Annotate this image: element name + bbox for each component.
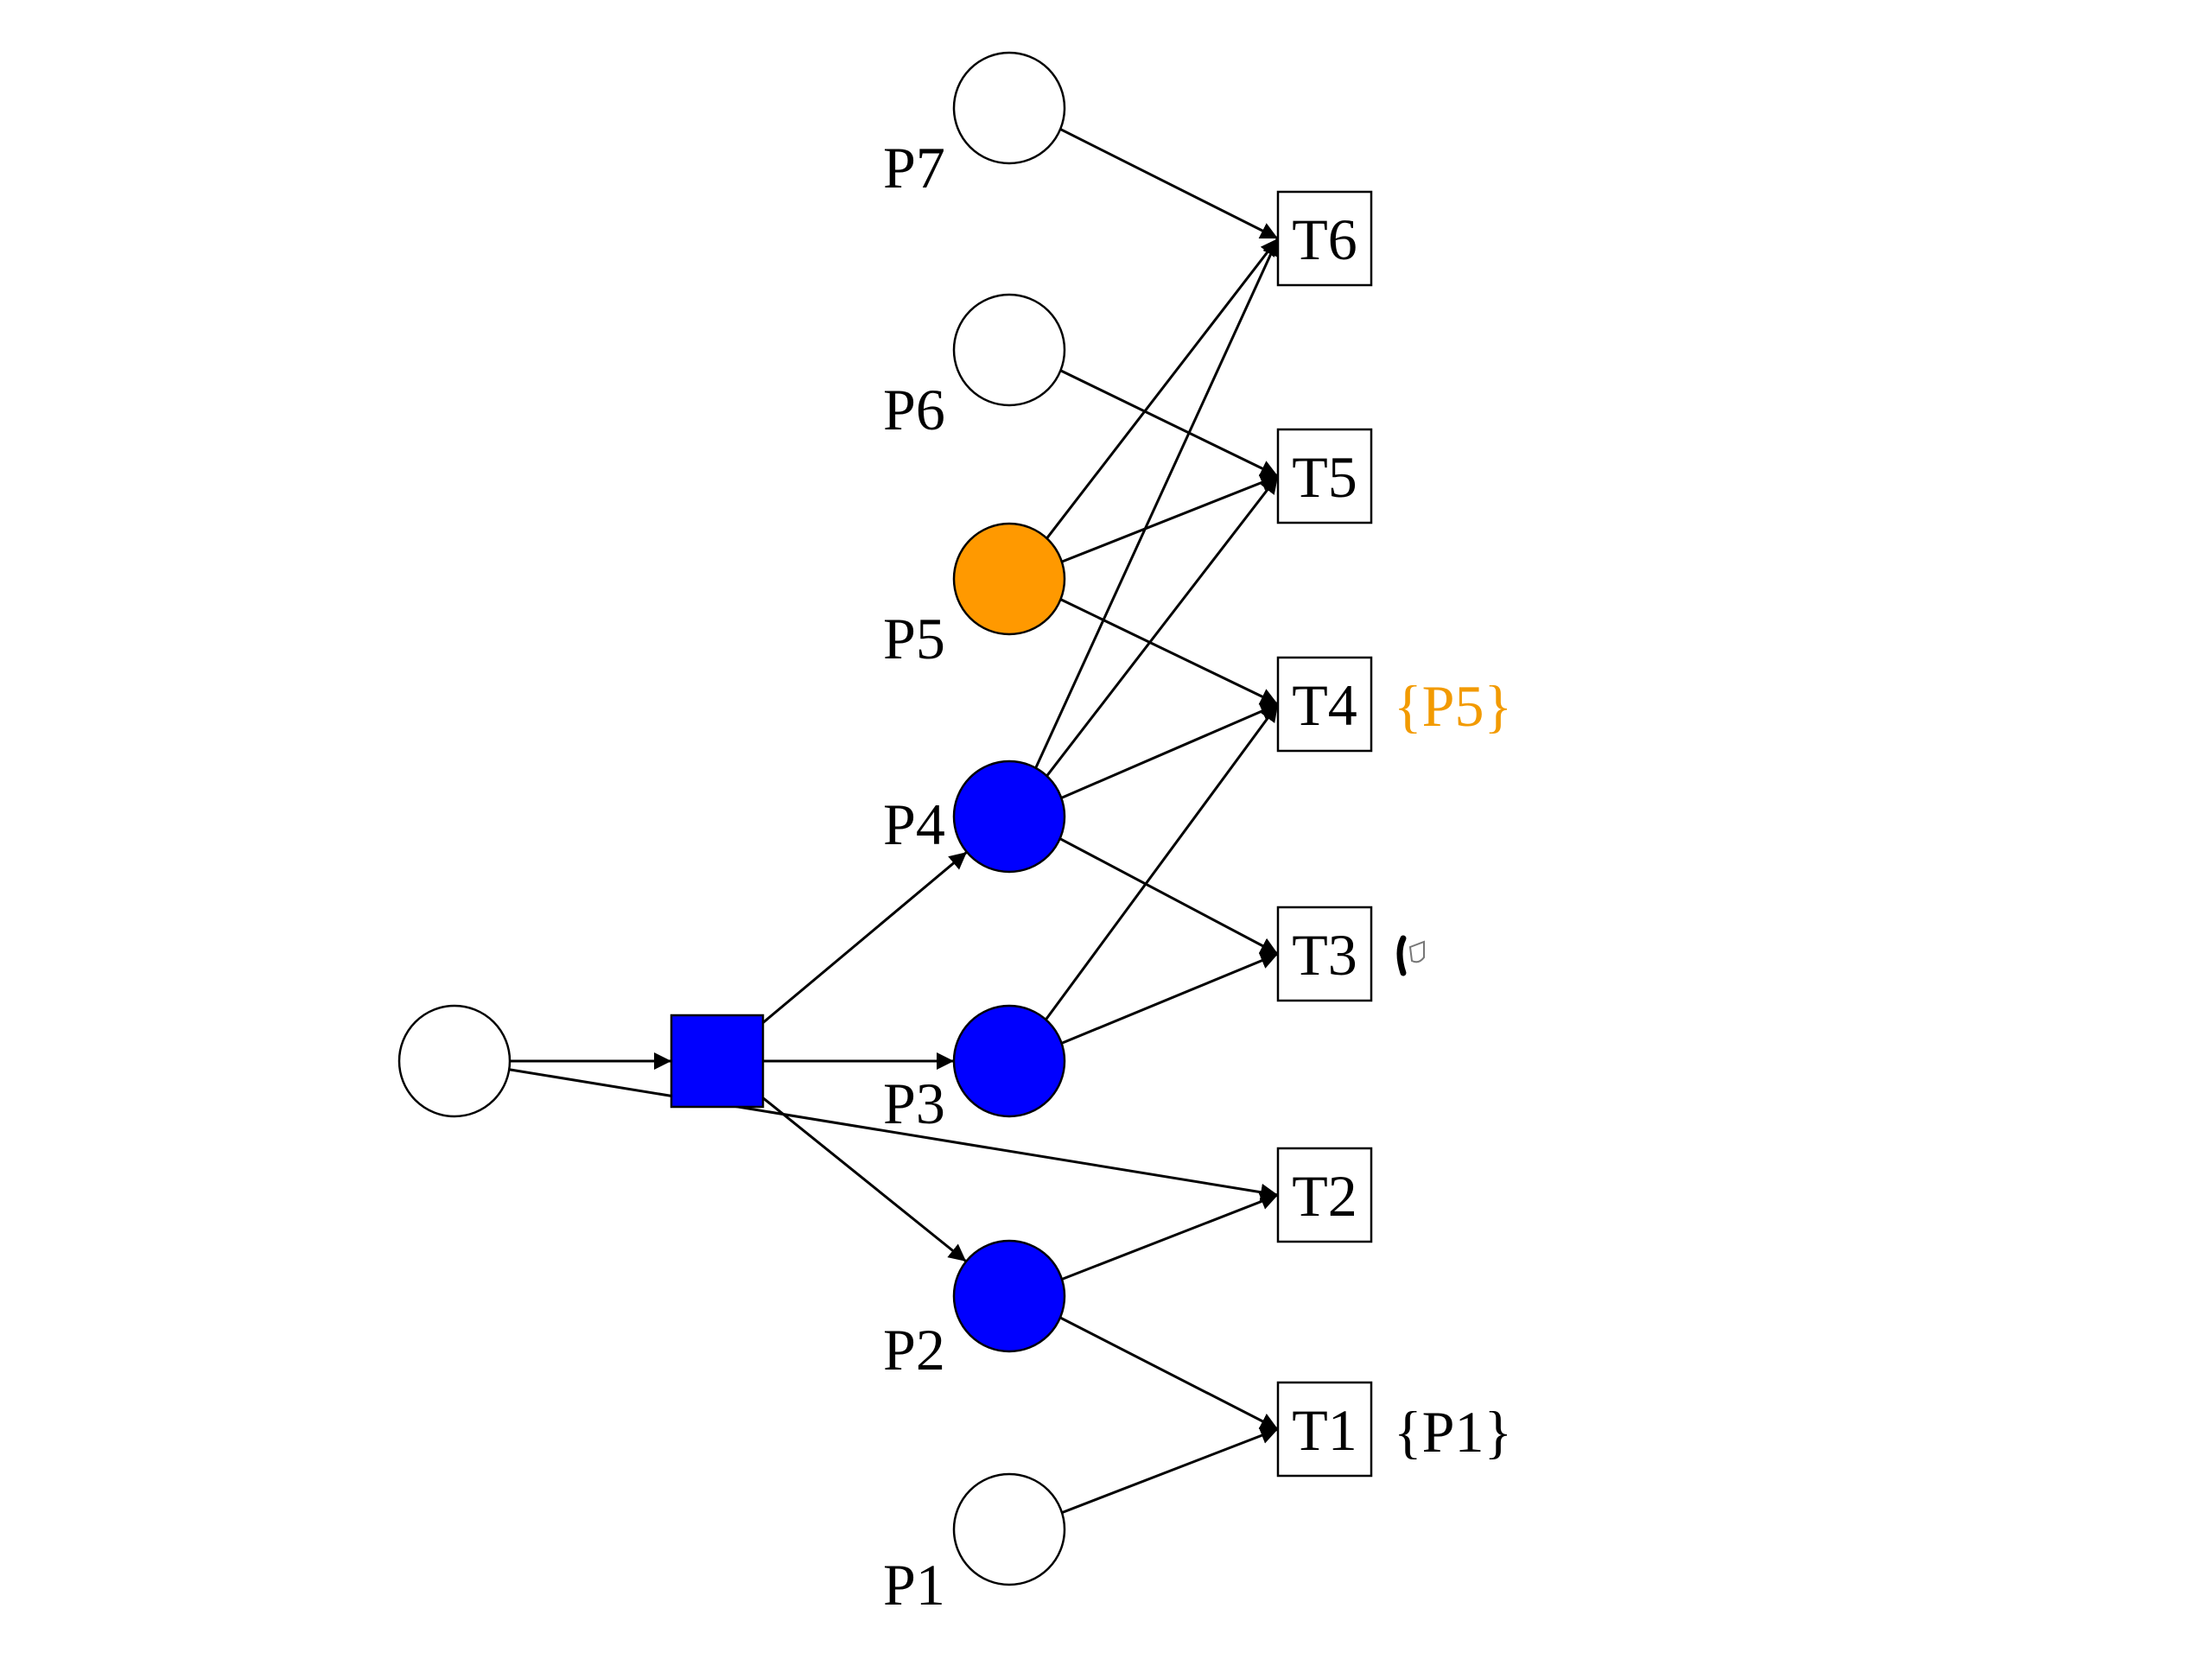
arc-p2-to-t2 [1061, 1192, 1279, 1281]
place-p5 [952, 522, 1066, 636]
nodes-layer [397, 51, 1373, 1586]
arc-p4-to-t6 [1034, 238, 1280, 769]
arc-t0-to-p2 [762, 1096, 968, 1263]
arc-p4-to-t5 [1046, 475, 1280, 777]
transition-t1 [1276, 1381, 1373, 1478]
arc-p7-to-t6 [1059, 128, 1279, 240]
place-p3 [952, 1004, 1066, 1118]
arc-p4-to-t4 [1060, 702, 1279, 799]
place-p0 [397, 1004, 512, 1118]
arc-p2-to-t1 [1059, 1316, 1279, 1431]
transition-t2 [1276, 1147, 1373, 1243]
place-p4 [952, 760, 1066, 874]
place-label-p4: P4 [883, 791, 945, 857]
place-label-p3: P3 [883, 1071, 945, 1136]
place-p7 [952, 51, 1066, 165]
place-label-p7: P7 [883, 135, 945, 200]
transition-t5 [1276, 428, 1373, 524]
arc-p5-to-t4 [1059, 598, 1279, 706]
transition-label-t4: T4 [1292, 672, 1357, 738]
transition-t0 [670, 1014, 765, 1109]
place-p2 [952, 1239, 1066, 1353]
transition-t4 [1276, 656, 1373, 753]
transition-label-t3: T3 [1292, 922, 1357, 988]
place-label-p2: P2 [883, 1317, 945, 1382]
transition-label-t6: T6 [1292, 207, 1357, 272]
place-label-p5: P5 [883, 606, 945, 671]
arcs-layer [509, 128, 1280, 1515]
annotation-t1: {P1} [1394, 1399, 1512, 1465]
arc-t0-to-p4 [762, 850, 968, 1024]
transition-t3 [1276, 906, 1373, 1002]
arc-p1-to-t1 [1061, 1427, 1279, 1515]
transition-label-t1: T1 [1292, 1397, 1357, 1463]
annotation-t4: {P5} [1394, 673, 1512, 739]
arc-p5-to-t5 [1061, 474, 1279, 563]
arc-p3-to-t3 [1061, 952, 1279, 1045]
arc-p0-to-t2 [509, 1068, 1279, 1201]
cursor-glyph-icon [1396, 935, 1425, 976]
arc-p4-to-t3 [1058, 837, 1279, 956]
place-label-p1: P1 [883, 1552, 945, 1618]
transition-t6 [1276, 190, 1373, 287]
place-label-p6: P6 [883, 377, 945, 442]
arc-p5-to-t6 [1046, 238, 1280, 539]
arc-p6-to-t5 [1059, 369, 1279, 478]
arc-p3-to-t4 [1045, 703, 1280, 1020]
place-p1 [952, 1472, 1066, 1586]
transition-label-t5: T5 [1292, 444, 1357, 510]
place-p6 [952, 293, 1066, 407]
transition-label-t2: T2 [1292, 1163, 1357, 1229]
